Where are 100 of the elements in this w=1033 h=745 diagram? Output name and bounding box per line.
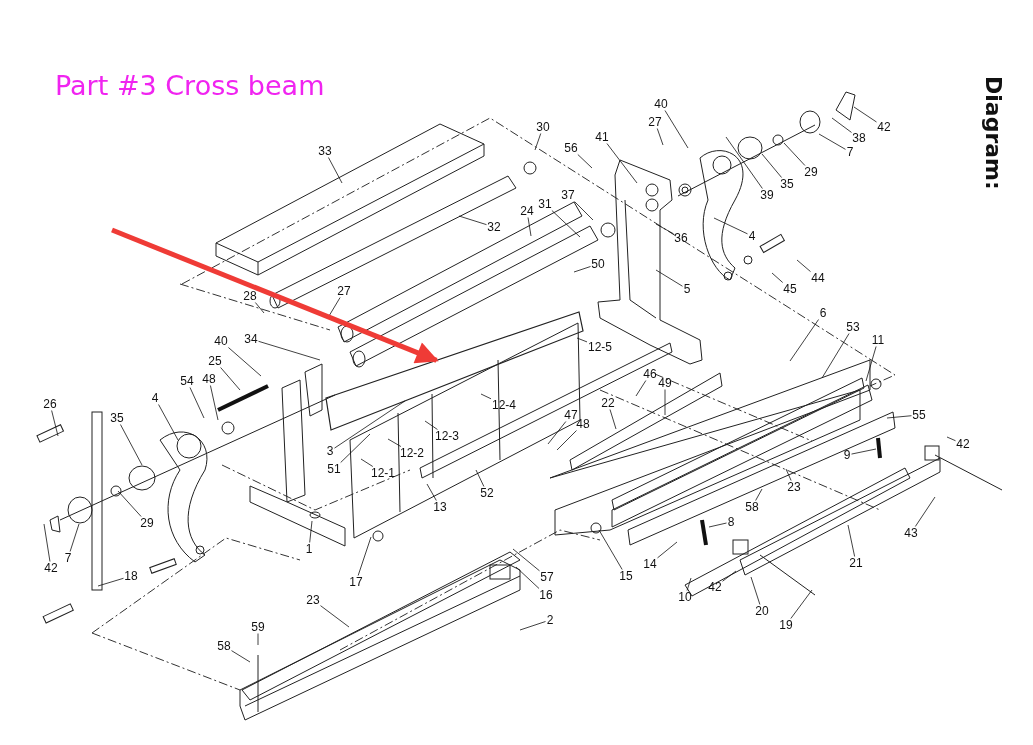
callout-number: 12-4 bbox=[491, 398, 517, 412]
leader-line bbox=[426, 483, 437, 501]
leader-line bbox=[946, 436, 956, 442]
callout-number: 7 bbox=[63, 551, 73, 565]
callout-number: 25 bbox=[207, 354, 223, 368]
leader-line bbox=[189, 387, 205, 419]
callout-number: 58 bbox=[216, 639, 232, 653]
callout-number: 40 bbox=[213, 334, 229, 348]
leader-line bbox=[357, 536, 372, 576]
callout-number: 44 bbox=[810, 271, 826, 285]
callout-number: 15 bbox=[618, 569, 634, 583]
leader-line bbox=[328, 157, 343, 184]
leader-line bbox=[576, 337, 588, 343]
leader-line bbox=[609, 409, 617, 430]
leader-line bbox=[220, 367, 241, 391]
callout-number: 13 bbox=[432, 500, 448, 514]
callout-number: 4 bbox=[747, 229, 757, 243]
leader-line bbox=[574, 201, 594, 221]
callout-number: 30 bbox=[535, 120, 551, 134]
callout-number: 22 bbox=[600, 396, 616, 410]
callout-number: 33 bbox=[317, 144, 333, 158]
callout-number: 4 bbox=[150, 391, 160, 405]
leader-line bbox=[725, 136, 763, 189]
leader-line bbox=[210, 385, 219, 421]
callout-number: 50 bbox=[590, 257, 606, 271]
callout-number: 36 bbox=[673, 231, 689, 245]
callout-number: 3 bbox=[325, 444, 335, 458]
leader-line bbox=[475, 469, 485, 487]
callout-number: 1 bbox=[304, 542, 314, 556]
leader-line bbox=[785, 468, 792, 481]
leader-line bbox=[360, 458, 374, 467]
callout-number: 2 bbox=[545, 613, 555, 627]
callout-number: 24 bbox=[519, 204, 535, 218]
leader-line bbox=[664, 110, 689, 149]
leader-line bbox=[515, 566, 540, 589]
leader-line bbox=[534, 133, 542, 151]
callout-number: 53 bbox=[845, 320, 861, 334]
callout-number: 57 bbox=[539, 570, 555, 584]
callout-number: 12-2 bbox=[399, 446, 425, 460]
callout-number: 29 bbox=[139, 516, 155, 530]
leader-line bbox=[783, 142, 806, 166]
callout-number: 6 bbox=[818, 306, 828, 320]
callout-number: 19 bbox=[778, 618, 794, 632]
callout-number: 9 bbox=[842, 448, 852, 462]
callout-number: 40 bbox=[653, 97, 669, 111]
leader-line bbox=[387, 438, 402, 447]
leader-line bbox=[480, 393, 492, 400]
callout-number: 48 bbox=[201, 372, 217, 386]
leader-line bbox=[228, 347, 262, 377]
callout-number: 59 bbox=[250, 620, 266, 634]
callout-number: 8 bbox=[726, 515, 736, 529]
leader-line bbox=[686, 577, 692, 591]
leader-line bbox=[750, 576, 761, 605]
callout-number: 41 bbox=[594, 130, 610, 144]
callout-number: 32 bbox=[486, 220, 502, 234]
callout-number: 23 bbox=[786, 480, 802, 494]
callout-number: 55 bbox=[911, 408, 927, 422]
callout-number: 20 bbox=[754, 604, 770, 618]
callout-number: 56 bbox=[563, 141, 579, 155]
leader-line bbox=[309, 520, 313, 543]
callout-number: 12-1 bbox=[370, 466, 396, 480]
callout-number: 43 bbox=[903, 526, 919, 540]
leader-line bbox=[818, 133, 846, 150]
leader-line bbox=[424, 420, 438, 430]
leader-line bbox=[664, 389, 666, 416]
leader-line bbox=[577, 154, 593, 169]
callout-number: 12-5 bbox=[587, 340, 613, 354]
callout-number: 38 bbox=[851, 131, 867, 145]
callout-number: 46 bbox=[642, 367, 658, 381]
callout-number: 51 bbox=[326, 462, 342, 476]
leader-line bbox=[606, 143, 638, 184]
leader-line bbox=[231, 650, 251, 663]
callout-number: 42 bbox=[876, 120, 892, 134]
leader-line bbox=[655, 269, 683, 287]
leader-line bbox=[158, 404, 179, 441]
leader-line bbox=[790, 589, 813, 619]
callout-number: 18 bbox=[123, 569, 139, 583]
leader-line bbox=[527, 217, 532, 237]
leader-line bbox=[117, 490, 142, 517]
leader-line bbox=[713, 217, 748, 235]
callout-number: 16 bbox=[538, 588, 554, 602]
leader-line bbox=[519, 621, 546, 631]
leader-line bbox=[851, 448, 877, 455]
callout-number: 7 bbox=[845, 145, 855, 159]
callout-number: 29 bbox=[803, 165, 819, 179]
leader-line bbox=[847, 524, 856, 557]
leader-line bbox=[258, 340, 321, 361]
callout-number: 52 bbox=[479, 486, 495, 500]
leader-line bbox=[547, 421, 567, 445]
callout-number: 27 bbox=[336, 284, 352, 298]
leader-line bbox=[598, 529, 623, 570]
leader-line bbox=[708, 522, 727, 528]
leader-line bbox=[635, 380, 647, 397]
leader-line bbox=[796, 259, 811, 272]
callout-number: 49 bbox=[657, 376, 673, 390]
leader-line bbox=[120, 424, 143, 466]
leader-line bbox=[512, 548, 540, 572]
leader-line bbox=[821, 333, 850, 379]
callout-number: 5 bbox=[682, 282, 692, 296]
callout-number: 28 bbox=[242, 289, 258, 303]
